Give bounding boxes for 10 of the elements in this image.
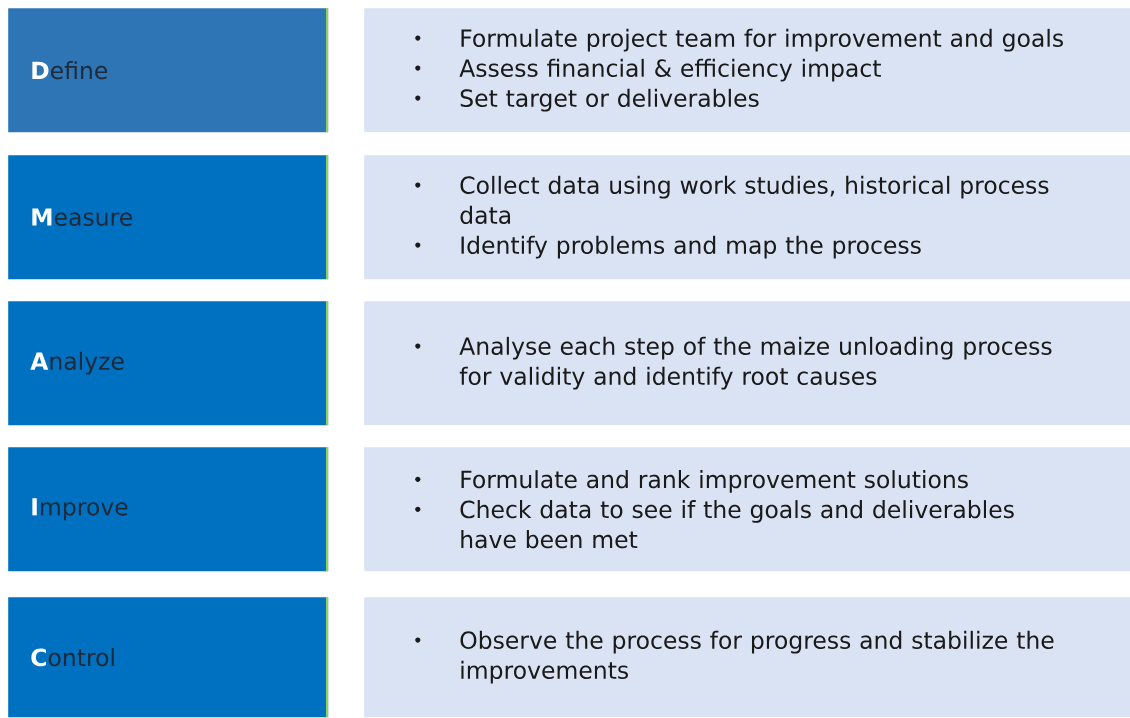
- description-box: Observe the process for progress and stabilize the improvements: [364, 597, 1130, 718]
- phase-box: Improve: [8, 446, 329, 572]
- phase-box: Analyze: [8, 300, 329, 426]
- phase-box: Control: [8, 596, 329, 718]
- description-box: Collect data using work studies, historical process data Identify problems and map the process: [364, 155, 1130, 280]
- description-box: Formulate project team for improvement and goals Assess financial & efficiency impact Set target or deliverables: [364, 8, 1130, 133]
- phase-box: Measure: [8, 154, 329, 280]
- description-box: Formulate and rank improvement solutions Check data to see if the goals and deliverables have been met: [364, 447, 1130, 572]
- description-box: Analyse each step of the maize unloading process for validity and identify root causes: [364, 301, 1130, 426]
- phase-box: Define: [8, 7, 329, 133]
